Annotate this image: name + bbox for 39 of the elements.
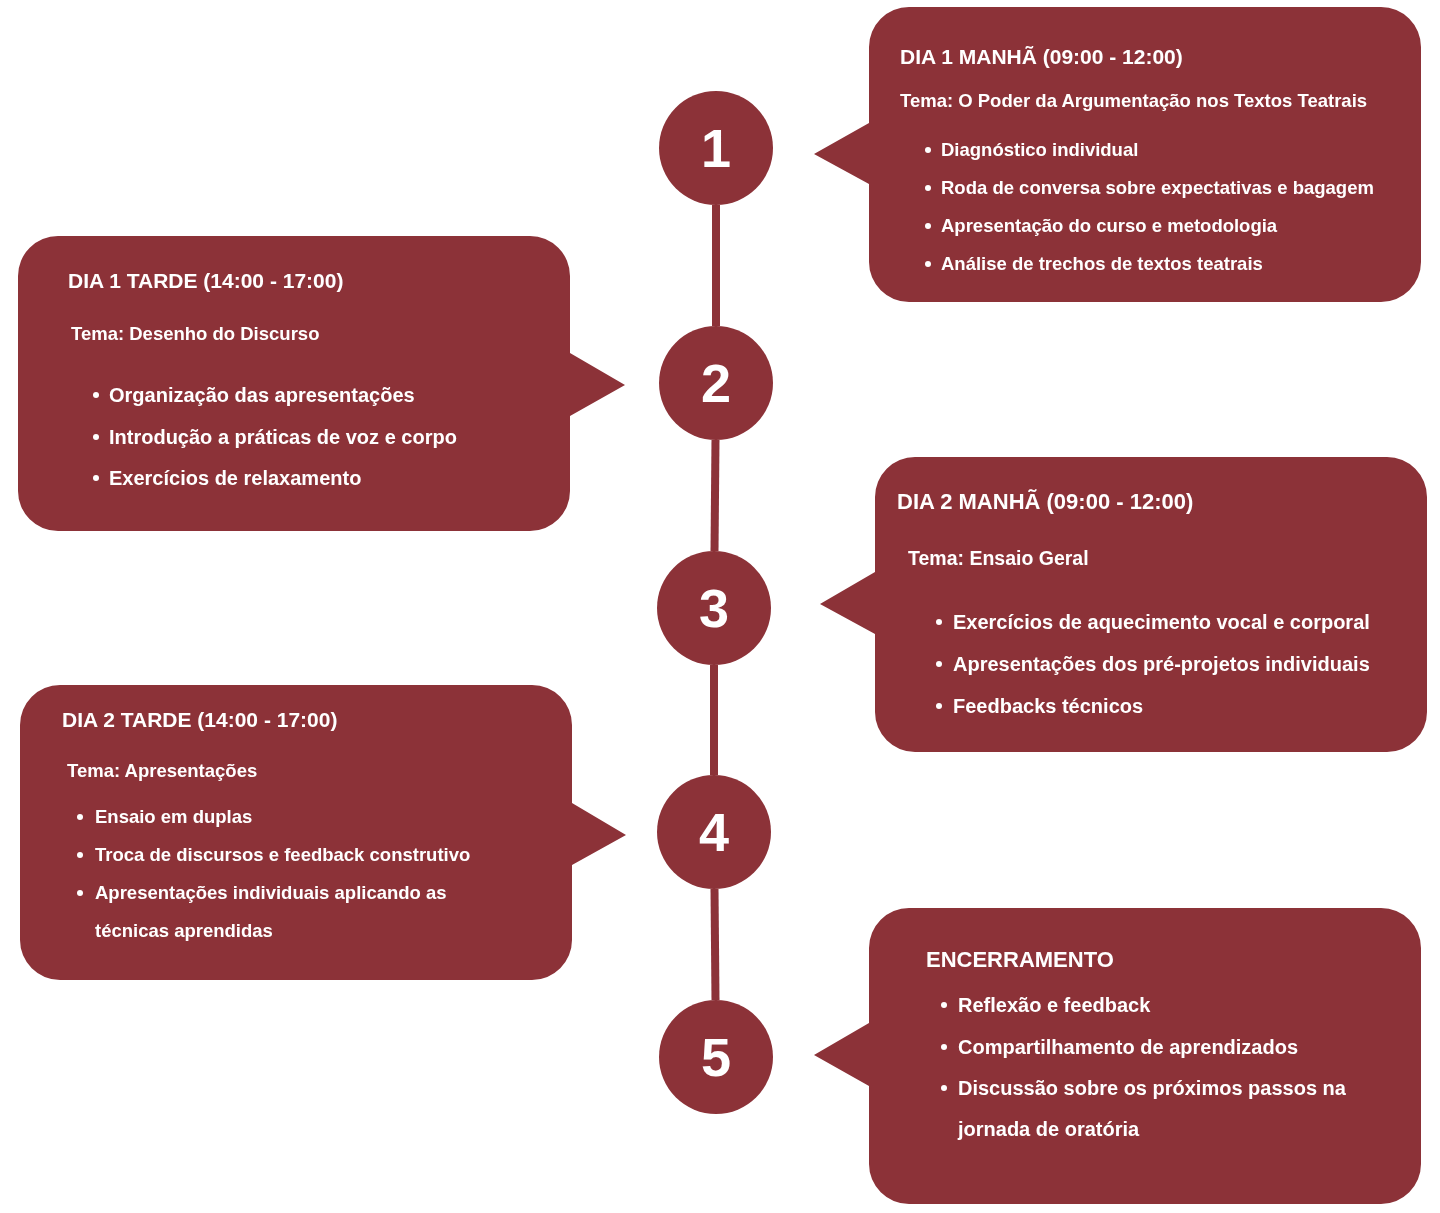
session-heading: ENCERRAMENTO [926, 945, 1114, 974]
speech-bubble [814, 908, 1421, 1204]
step-number: 2 [700, 353, 731, 413]
bullet-item: Análise de trechos de textos teatrais [925, 245, 1407, 283]
topic-text: Tema: Desenho do Discurso [71, 321, 320, 346]
connector-line [712, 205, 720, 326]
topic-text: Tema: O Poder da Argumentação nos Textos Teatrais [900, 89, 1368, 113]
topic-text: Tema: Apresentações [67, 759, 258, 783]
speech-bubble [20, 685, 626, 980]
step-number: 4 [698, 802, 729, 862]
step-number: 3 [698, 578, 729, 638]
bullet-item: Reflexão e feedback [941, 984, 1395, 1026]
bullet-item: Roda de conversa sobre expectativas e bagagem [925, 169, 1407, 207]
bullet-item: Feedbacks técnicos [936, 685, 1413, 727]
session-heading: DIA 1 MANHÃ (09:00 - 12:00) [900, 44, 1183, 70]
step-number: 1 [700, 118, 731, 178]
bullet-item: Exercícios de aquecimento vocal e corporal [936, 601, 1413, 643]
bullet-item: Introdução a práticas de voz e corpo [93, 416, 556, 458]
speech-bubble [820, 457, 1427, 752]
speech-bubble [814, 7, 1421, 302]
bullet-item: Discussão sobre os próximos passos na jornada de oratória [941, 1067, 1395, 1150]
bullet-item: Apresentações dos pré-projetos individuais [936, 643, 1413, 685]
session-heading: DIA 2 MANHÃ (09:00 - 12:00) [897, 488, 1194, 516]
bullet-item: Compartilhamento de aprendizados [941, 1026, 1395, 1068]
bullet-item: Apresentações individuais aplicando as técnicas aprendidas [77, 874, 500, 950]
bullet-item: Organização das apresentações [93, 374, 556, 416]
speech-bubble [18, 236, 625, 531]
bullet-item: Troca de discursos e feedback construtivo [77, 836, 500, 874]
session-heading: DIA 1 TARDE (14:00 - 17:00) [68, 267, 344, 294]
connector-line [710, 439, 720, 552]
bullet-item: Ensaio em duplas [77, 798, 500, 836]
step-number: 5 [700, 1027, 731, 1087]
bullet-item: Diagnóstico individual [925, 131, 1407, 169]
connector-line [710, 665, 718, 775]
connector-line [710, 888, 720, 1001]
topic-text: Tema: Ensaio Geral [908, 546, 1089, 571]
session-heading: DIA 2 TARDE (14:00 - 17:00) [62, 707, 338, 733]
bullet-item: Apresentação do curso e metodologia [925, 207, 1407, 245]
bullet-item: Exercícios de relaxamento [93, 457, 556, 499]
